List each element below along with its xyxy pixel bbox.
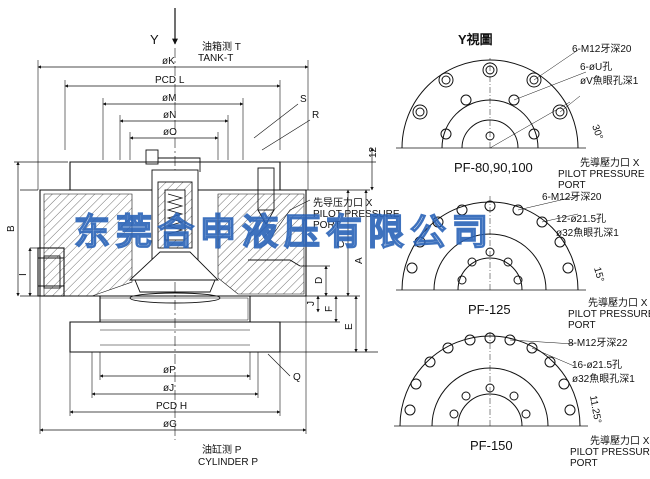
pf125-pilot-en2: PORT [568,320,596,331]
y-view-pf-125-labels: 6-M12牙深20 12-ø21.5孔 ø32魚眼孔深1 15° PF-125 … [468,191,650,331]
dim-i: I [18,273,29,276]
tank-label-zh: 油箱测 T [202,40,241,53]
dim-a: A [354,257,365,264]
y-view-title: Y視圖 [458,32,493,47]
dim-k: øK [162,56,175,67]
section-pilot-en1: PILOT PRESSURE [313,209,400,220]
dim-n: øN [163,110,176,121]
y-arrow-label: Y [150,32,159,47]
pf125-pilot-zh: 先導壓力口 X [588,296,648,309]
pf80-note3: øV魚眼孔深1 [580,74,639,87]
section-pilot-zh: 先导压力口 X [313,196,373,209]
pf125-angle: 15° [591,266,606,283]
pf150-pilot-en2: PORT [570,458,598,469]
pf150-note1: 8-M12牙深22 [568,337,628,349]
pf80-pilot-en2: PORT [558,180,586,191]
section-pilot-en2: PORT [313,220,341,231]
section-view-labels: Y 油箱测 T TANK-T øK PCD L øM øN øO S R Q 1… [6,32,400,468]
dim-m: øM [162,93,176,104]
dim-d: D [314,277,325,284]
cylinder-label-en: CYLINDER P [198,457,258,468]
dim-l: PCD L [155,75,185,86]
label-r: R [312,110,319,121]
pf150-angle: 11.25° [587,395,603,425]
pf80-pilot-en1: PILOT PRESSURE [558,169,645,180]
cylinder-label-zh: 油缸测 P [202,443,242,456]
pf80-pilot-zh: 先導壓力口 X [580,156,640,169]
pf80-note2: 6-øU孔 [580,61,612,73]
dim-h: PCD H [156,401,187,412]
y-view-pf-150-labels: 8-M12牙深22 16-ø21.5孔 ø32魚眼孔深1 11.25° PF-1… [470,337,650,469]
pf150-note3: ø32魚眼孔深1 [572,372,635,385]
dim-12: 12 [368,146,379,158]
pf150-pilot-zh: 先導壓力口 X [590,434,650,447]
pf80-angle: 30° [589,123,605,141]
pf125-note2: 12-ø21.5孔 [556,213,606,225]
label-q: Q [293,372,301,383]
y-view-pf-125 [396,195,586,291]
y-view-pf-80 [396,49,587,149]
section-view [14,8,378,440]
company-watermark: 东莞合申液压有限公司 [74,212,494,253]
label-s: S [300,94,307,105]
y-view-pf-150 [394,330,588,427]
y-view-pf-80-labels: 6-M12牙深20 6-øU孔 øV魚眼孔深1 30° PF-80,90,100… [454,43,645,191]
pf150-pilot-en1: PILOT PRESSURE [570,447,650,458]
dim-b: B [6,225,17,232]
pf125-model: PF-125 [468,302,511,317]
pf125-note1: 6-M12牙深20 [542,191,602,203]
pf125-note3: ø32魚眼孔深1 [556,226,619,239]
dim-g: øG [163,419,177,430]
dim-e: E [344,323,355,330]
pf150-model: PF-150 [470,438,513,453]
dim-o: øO [163,127,177,138]
pf150-note2: 16-ø21.5孔 [572,359,622,371]
tank-label-en: TANK-T [198,53,233,64]
dim-f: F [324,306,335,312]
dim-p: øP [163,365,176,376]
dim-c: C [336,241,347,248]
pf80-note1: 6-M12牙深20 [572,43,632,55]
dim-j: J [306,301,317,306]
dim-j-diameter: øJ [163,383,174,394]
pf125-pilot-en1: PILOT PRESSURE [568,309,650,320]
pf80-model: PF-80,90,100 [454,160,533,175]
